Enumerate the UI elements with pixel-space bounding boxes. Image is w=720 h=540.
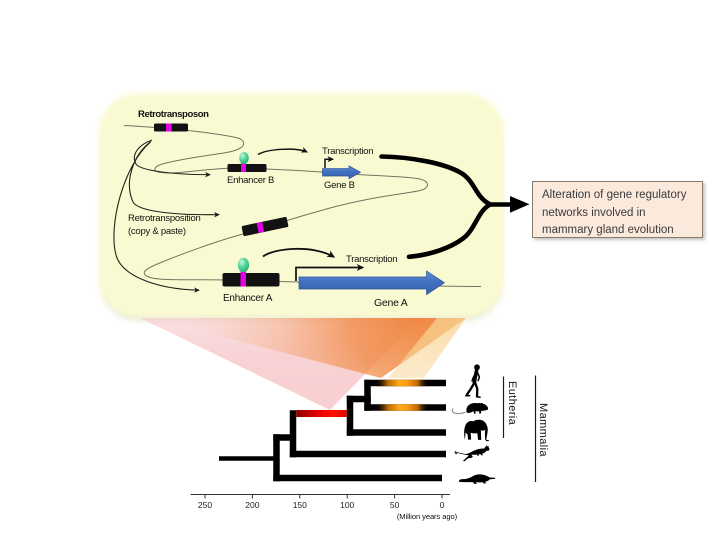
callout-line2: networks involved in [542,206,646,219]
transcription-b-label: Transcription [322,146,374,157]
callout-box: Alteration of gene regulatory networks i… [532,181,703,238]
mouse-branch-glow [374,404,429,411]
silhouette-part [464,419,490,442]
silhouette-part [471,371,478,382]
activator-protein [239,152,249,164]
silhouette-part [473,381,479,398]
silhouette-part [451,408,466,415]
axis-tick-250: 250 [197,500,213,510]
beam-yellow [388,318,466,378]
dna-strand [123,125,482,287]
enhancer-a-bar [222,273,280,287]
mammalia-label: Mammalia [537,403,549,457]
transcription-arc-a [262,247,336,258]
taxa-silhouettes [451,364,496,484]
enhancer-b-label: Enhancer B [227,174,275,186]
curve-from-gene-a [406,202,492,260]
converging-curves [379,154,514,260]
tss-arrow-gene-b [324,156,335,168]
axis-caption: (Million years ago) [396,512,457,521]
silhouette-part [458,474,496,484]
silhouette-part [466,380,476,396]
enhancer-b-mark [241,164,246,172]
callout-arrowhead [510,196,530,213]
transcription-arc-b [257,146,308,156]
enhancer-mark [166,123,172,132]
eutheria-label: Eutheria [506,381,518,426]
activator-protein [237,257,250,273]
retrotransposition-arrows [113,139,220,293]
gene-a-arrow [298,270,446,296]
axis-tick-200: 200 [245,500,260,510]
elephant-icon [464,419,490,442]
gene-b-arrow [322,165,362,180]
mouse-icon [451,402,489,415]
silhouette-part [476,371,481,382]
zoom-beams [140,318,466,410]
time-axis [190,494,450,499]
retrotransposition-label-line1: Retrotransposition [128,212,201,224]
callout-line1: Alteration of gene regulatory [542,189,687,201]
enhancer-b-element [227,152,267,172]
retrotransposon-label: Retrotransposon [138,109,209,120]
human-icon [464,364,481,398]
kangaroo-icon [454,444,490,462]
retrotransposition-label-line2: (copy & paste) [128,225,186,237]
enhancer-b-bar [227,164,267,172]
retrotransposon-copy-bar [241,216,289,237]
enhancer-a-mark [240,273,246,287]
platypus-icon [458,474,496,484]
transcription-a-label: Transcription [346,253,398,265]
gene-b-label: Gene B [324,180,355,191]
silhouette-part [466,402,489,414]
copy-arrow-to-enhancer-b [133,139,211,178]
enhancer-a-element [222,257,280,287]
silhouette-part [455,444,490,462]
axis-tick-50: 50 [389,500,400,510]
curve-from-gene-b [379,154,492,207]
beam-orange [150,318,466,378]
axis-tick-0: 0 [439,500,445,510]
axis-tick-150: 150 [292,500,307,510]
callout-line3: mammary gland evolution [542,224,674,236]
axis-tick-100: 100 [340,500,355,510]
enhancer-mark [256,221,265,234]
retrotransposon-copy-element [241,216,289,237]
human-branch-glow [374,379,429,387]
tss-arrow-gene-a [295,264,365,281]
silhouette-part [464,393,471,397]
copy-arrow-to-enhancer-a [113,142,200,293]
phylogenetic-tree [219,379,446,482]
copy-arrow-to-copy [129,141,220,218]
gene-a-label: Gene A [374,296,408,309]
enhancer-a-label: Enhancer A [223,292,273,304]
silhouette-part [454,451,458,455]
retrotransposon-element [154,123,188,132]
